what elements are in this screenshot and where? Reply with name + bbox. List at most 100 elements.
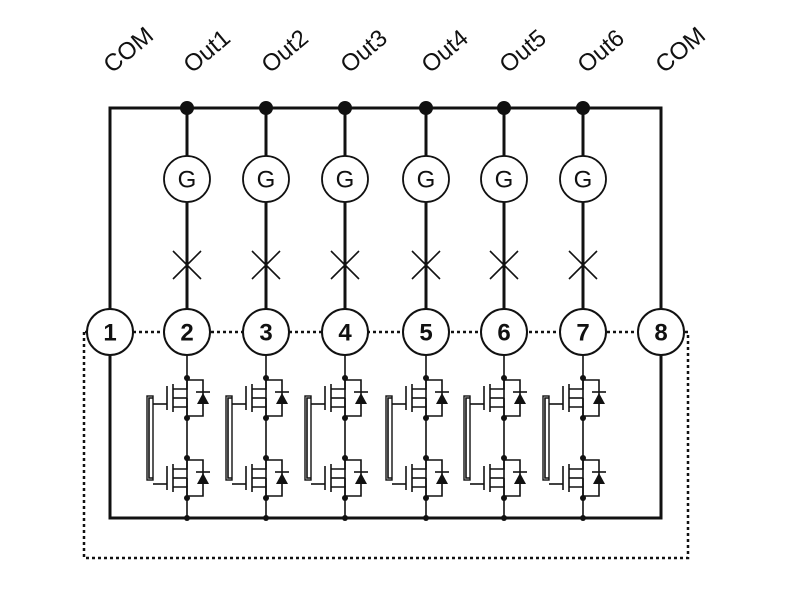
gate-drive-frame bbox=[304, 395, 312, 481]
cell-junction-dot bbox=[580, 515, 586, 521]
pin-5: 5 bbox=[402, 308, 450, 356]
gate-drive-loop bbox=[306, 397, 311, 479]
generator-label: G bbox=[178, 167, 197, 194]
pin-1: 1 bbox=[86, 308, 134, 356]
gate-drive-frame bbox=[542, 395, 550, 481]
label-out1: Out1 bbox=[179, 24, 236, 78]
label-out4: Out4 bbox=[417, 24, 474, 78]
pin-number: 1 bbox=[103, 320, 116, 347]
cell-junction-dot bbox=[263, 455, 269, 461]
mosfet-drain bbox=[412, 380, 427, 390]
mosfet-source bbox=[252, 486, 267, 496]
mosfet-source bbox=[490, 486, 505, 496]
cell-junction-dot bbox=[580, 495, 586, 501]
cell-junction-dot bbox=[501, 495, 507, 501]
junction-dot bbox=[576, 101, 590, 115]
pin-number: 4 bbox=[338, 320, 352, 347]
mosfet-source bbox=[173, 486, 188, 496]
switch-cell bbox=[385, 355, 449, 521]
mosfet-drain bbox=[490, 380, 505, 390]
diode-icon bbox=[355, 473, 367, 484]
mosfet-drain bbox=[252, 380, 267, 390]
label-com-right: COM bbox=[651, 22, 711, 79]
mosfet-drain bbox=[569, 460, 584, 470]
mosfet-drain bbox=[569, 380, 584, 390]
gate-drive-loop bbox=[465, 397, 470, 479]
cell-junction-dot bbox=[423, 495, 429, 501]
gate-drive-loop bbox=[148, 397, 153, 479]
generator-out2: G bbox=[242, 155, 290, 203]
top-labels: COM Out1 Out2 Out3 Out4 Out5 Out6 COM bbox=[99, 22, 711, 79]
diode-icon bbox=[276, 393, 288, 404]
diode-icon bbox=[436, 473, 448, 484]
pin-number: 6 bbox=[497, 320, 510, 347]
diode-icon bbox=[436, 393, 448, 404]
pin-4: 4 bbox=[321, 308, 369, 356]
cell-junction-dot bbox=[184, 415, 190, 421]
switch-cell bbox=[146, 355, 210, 521]
label-out6: Out6 bbox=[573, 24, 630, 78]
cell-junction-dot bbox=[263, 415, 269, 421]
mosfet-drain bbox=[490, 460, 505, 470]
bottom-bus-wire bbox=[108, 355, 663, 520]
gate-drive-loop bbox=[387, 397, 392, 479]
generator-out6: G bbox=[559, 155, 607, 203]
mosfet-drain bbox=[252, 460, 267, 470]
cell-junction-dot bbox=[423, 515, 429, 521]
gate-drive-loop bbox=[544, 397, 549, 479]
mosfet-drain bbox=[412, 460, 427, 470]
gate-drive-loop bbox=[227, 397, 232, 479]
cell-junction-dot bbox=[580, 455, 586, 461]
mosfet-source bbox=[173, 406, 188, 416]
gate-drive-frame bbox=[385, 395, 393, 481]
cell-junction-dot bbox=[501, 515, 507, 521]
diode-icon bbox=[514, 393, 526, 404]
cell-junction-dot bbox=[342, 515, 348, 521]
cell-junction-dot bbox=[501, 415, 507, 421]
mosfet-source bbox=[331, 406, 346, 416]
cell-junction-dot bbox=[580, 375, 586, 381]
switch-cell bbox=[225, 355, 289, 521]
diode-icon bbox=[593, 393, 605, 404]
cell-junction-dot bbox=[423, 455, 429, 461]
cross-mark-icon bbox=[568, 250, 598, 280]
mosfet-source bbox=[412, 406, 427, 416]
cell-junction-dot bbox=[184, 375, 190, 381]
junction-dot bbox=[419, 101, 433, 115]
cell-junction-dot bbox=[263, 375, 269, 381]
cell-junction-dot bbox=[423, 375, 429, 381]
switch-cell bbox=[304, 355, 368, 521]
mosfet-source bbox=[331, 486, 346, 496]
top-bus-wire bbox=[108, 106, 663, 332]
mosfet-source bbox=[412, 486, 427, 496]
switch-cells bbox=[146, 355, 606, 521]
cross-mark-icon bbox=[251, 250, 281, 280]
pin-number: 2 bbox=[180, 320, 193, 347]
top-bus bbox=[108, 106, 663, 332]
junction-dots bbox=[180, 101, 590, 115]
diode-icon bbox=[593, 473, 605, 484]
mosfet-source bbox=[490, 406, 505, 416]
mosfet-drain bbox=[331, 460, 346, 470]
mosfet-source bbox=[569, 406, 584, 416]
pin-number: 3 bbox=[259, 320, 272, 347]
generator-label: G bbox=[336, 167, 355, 194]
pin-8: 8 bbox=[637, 308, 685, 356]
cell-junction-dot bbox=[184, 515, 190, 521]
switch-cell bbox=[542, 355, 606, 521]
diode-icon bbox=[514, 473, 526, 484]
gate-drive-frame bbox=[463, 395, 471, 481]
pin-number: 7 bbox=[576, 320, 589, 347]
gate-drive-frame bbox=[146, 395, 154, 481]
pins: 1 2 3 4 5 6 7 8 bbox=[86, 308, 685, 356]
diode-icon bbox=[355, 393, 367, 404]
label-out5: Out5 bbox=[495, 24, 552, 78]
cell-junction-dot bbox=[342, 375, 348, 381]
cell-junction-dot bbox=[580, 415, 586, 421]
cell-junction-dot bbox=[184, 495, 190, 501]
cell-junction-dot bbox=[342, 495, 348, 501]
cell-junction-dot bbox=[342, 455, 348, 461]
junction-dot bbox=[338, 101, 352, 115]
package-outline bbox=[82, 330, 690, 560]
